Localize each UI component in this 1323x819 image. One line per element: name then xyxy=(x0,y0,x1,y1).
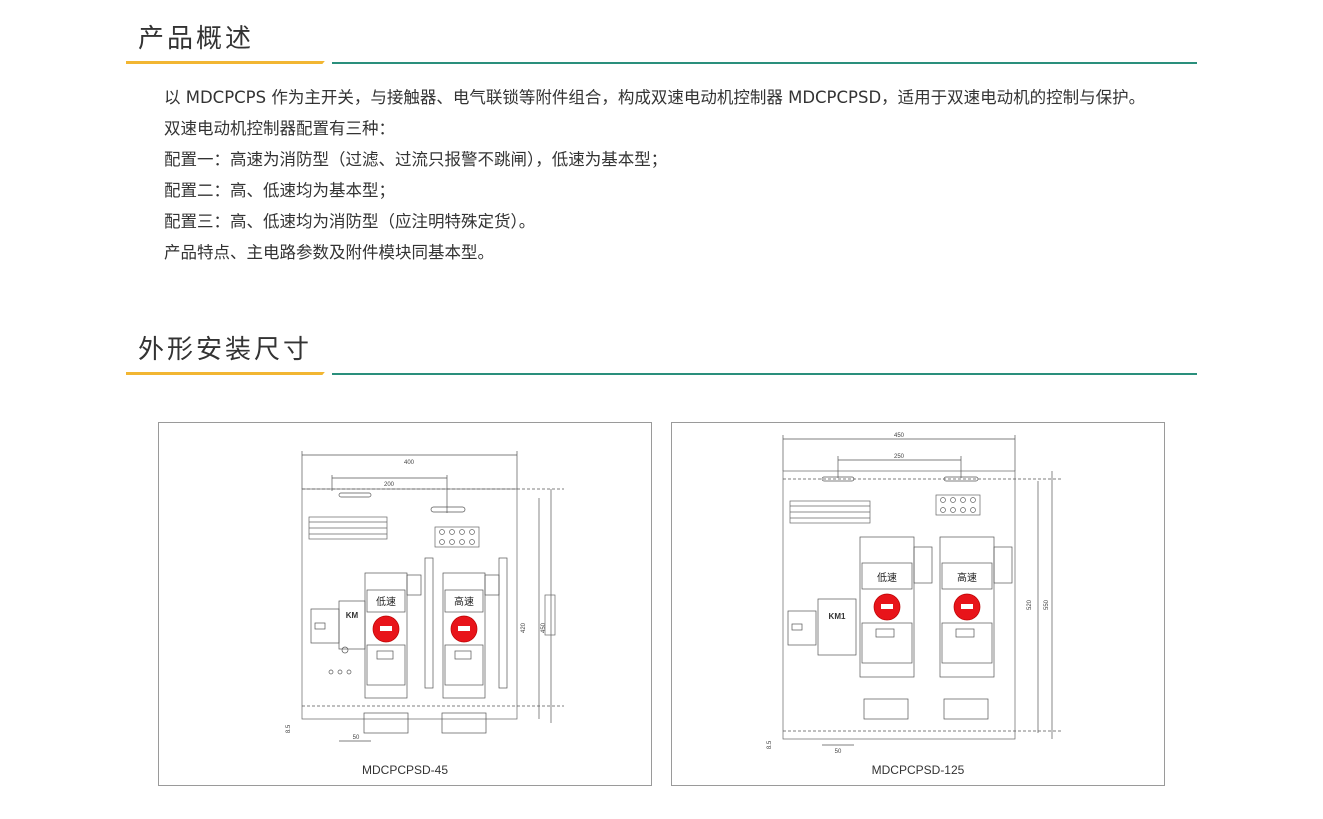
overview-text: 以 MDCPCPS 作为主开关，与接触器、电气联锁等附件组合，构成双速电动机控制… xyxy=(126,82,1198,268)
diagram-caption: MDCPCPSD-125 xyxy=(871,763,965,777)
dim-right-outer: 450 xyxy=(541,622,547,633)
title-underline xyxy=(126,370,1197,376)
dim-top-outer: 450 xyxy=(894,433,905,439)
paragraph: 配置一：高速为消防型（过滤、过流只报警不跳闸），低速为基本型； xyxy=(164,150,668,169)
dim-right-outer: 550 xyxy=(1044,599,1050,610)
label-low-speed: 低速 xyxy=(376,595,396,608)
paragraph: 配置二：高、低速均为基本型； xyxy=(164,181,395,200)
dim-top-outer: 400 xyxy=(404,460,415,466)
diagram-caption: MDCPCPSD-45 xyxy=(361,763,448,777)
paragraph: 产品特点、主电路参数及附件模块同基本型。 xyxy=(164,243,494,262)
dim-top-inner: 250 xyxy=(894,454,905,460)
section-title-overview: 产品概述 xyxy=(138,24,255,54)
dim-bottom: 50 xyxy=(353,735,360,741)
title-underline xyxy=(126,59,1197,65)
installation-drawing-45: 400 200 420 450 KM xyxy=(286,451,564,742)
dim-right-inner: 420 xyxy=(521,622,527,633)
diagram-panel-45: 400 200 420 450 KM xyxy=(158,422,652,786)
paragraph: 以 MDCPCPS 作为主开关，与接触器、电气联锁等附件组合，构成双速电动机控制… xyxy=(164,88,1146,107)
paragraph: 双速电动机控制器配置有三种： xyxy=(164,119,395,138)
label-high-speed: 高速 xyxy=(454,595,474,608)
dim-top-inner: 200 xyxy=(384,482,395,488)
dim-left-small: 8.5 xyxy=(767,740,773,749)
label-low-speed: 低速 xyxy=(877,571,897,584)
label-contactor: KM1 xyxy=(829,612,846,621)
section-title-dimensions: 外形安装尺寸 xyxy=(138,335,313,365)
dim-right-inner: 520 xyxy=(1027,599,1033,610)
dim-bottom: 50 xyxy=(835,749,842,755)
label-high-speed: 高速 xyxy=(957,571,977,584)
dim-left-small: 8.5 xyxy=(286,724,292,733)
paragraph: 配置三：高、低速均为消防型（应注明特殊定货）。 xyxy=(164,212,536,231)
label-contactor: KM xyxy=(346,611,359,620)
diagram-panel-125: 450 250 520 550 KM1 低速 xyxy=(671,422,1165,786)
installation-drawing-125: 450 250 520 550 KM1 低速 xyxy=(767,433,1062,755)
